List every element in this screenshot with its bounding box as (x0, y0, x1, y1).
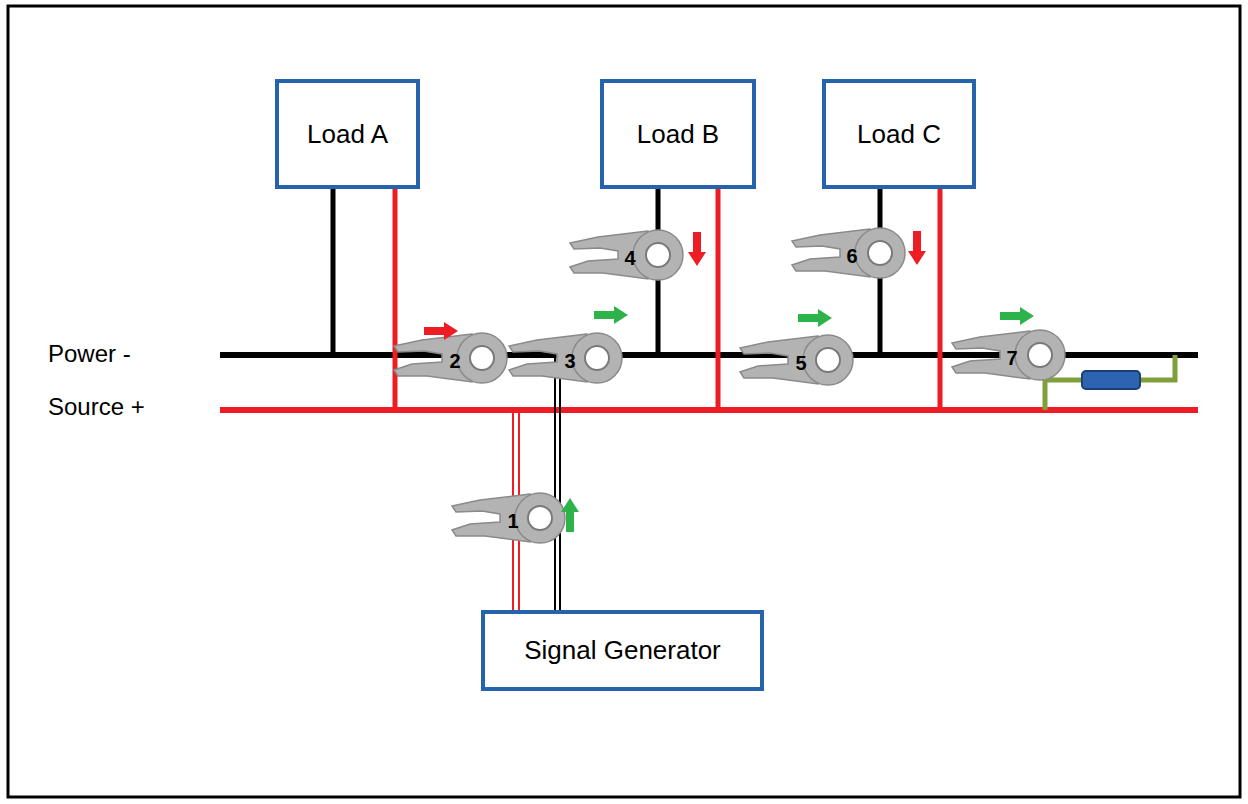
load-a-positive-wire (393, 186, 398, 410)
current-clamp (570, 230, 683, 280)
direction-arrow (908, 231, 926, 265)
generator-box: Signal Generator (481, 610, 764, 691)
bus-label: Source + (48, 394, 145, 420)
callout-number: 7 (1006, 347, 1017, 369)
generator-negative-lead (559, 355, 561, 612)
callout-number: 3 (564, 350, 575, 372)
direction-arrow (798, 309, 832, 327)
box-label: Load B (629, 119, 727, 150)
callout-number: 4 (624, 247, 635, 269)
bus-label: Power - (48, 341, 131, 367)
load-b-positive-wire (716, 186, 721, 410)
callout-number: 1 (507, 510, 518, 532)
load-box: Load C (822, 79, 976, 189)
current-clamp (952, 330, 1065, 380)
callout-number: 6 (846, 245, 857, 267)
box-label: Load A (299, 119, 396, 150)
bypass-wire (1045, 355, 1175, 410)
outer-frame (8, 6, 1240, 797)
direction-arrow (594, 306, 628, 324)
direction-arrow (424, 322, 458, 340)
resistor-symbol (1082, 371, 1140, 389)
generator-negative-lead (554, 355, 556, 612)
callout-number: 5 (795, 352, 806, 374)
current-clamp (740, 335, 853, 385)
load-box: Load A (275, 79, 420, 189)
current-clamp (452, 493, 565, 543)
load-box: Load B (600, 79, 756, 189)
load-c-positive-wire (938, 186, 943, 410)
callout-number: 2 (449, 350, 460, 372)
box-label: Load C (849, 119, 949, 150)
direction-arrow (1000, 307, 1034, 325)
positive-bus (220, 407, 1198, 413)
current-clamp (792, 228, 905, 278)
current-clamp (394, 333, 507, 383)
direction-arrow (688, 232, 706, 266)
box-label: Signal Generator (516, 635, 729, 666)
current-clamp (509, 333, 622, 383)
load-a-negative-wire (331, 186, 336, 355)
direction-arrow (561, 498, 579, 532)
